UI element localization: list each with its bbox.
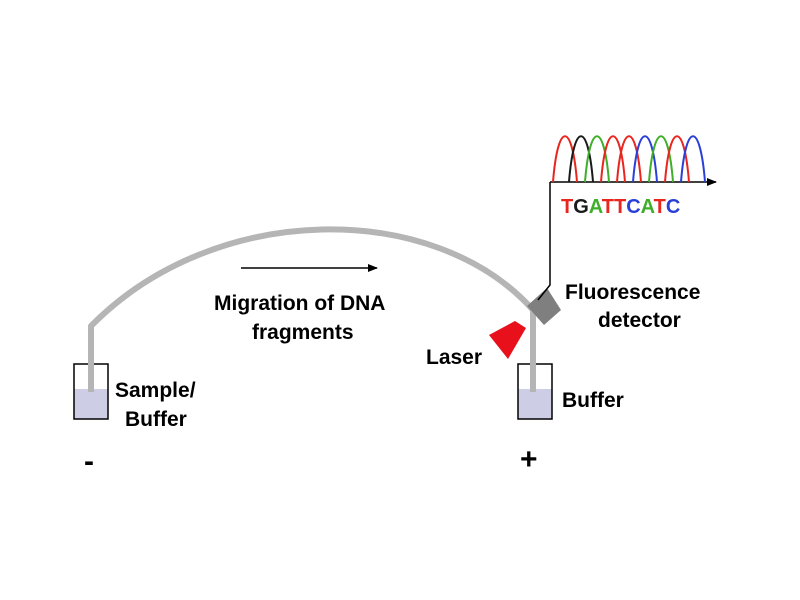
laser-label: Laser [426,346,482,369]
capillary-tube [88,226,536,392]
sample-label-line1: Sample/ [115,379,196,402]
detector-label-line1: Fluorescence [565,281,700,304]
trace-peak-8 [664,135,690,183]
sequence-base-1: T [561,196,573,218]
trace-peak-1 [552,135,578,183]
sample-vial-liquid [74,389,108,419]
fluorescence-detector-icon [527,288,561,325]
buffer-vial [517,363,553,420]
sequence-base-5: T [614,196,626,218]
sequence-base-2: G [573,196,589,218]
trace-peak-3 [584,135,610,183]
positive-electrode-sign: + [520,443,538,476]
buffer-vial-liquid [518,389,552,419]
trace-peak-9 [680,135,706,183]
sequence-base-9: C [666,196,680,218]
sequence-base-6: C [626,196,640,218]
trace-peak-6 [632,135,658,183]
sequence-base-8: T [654,196,666,218]
trace-peak-7 [648,135,674,183]
trace-peak-2 [568,135,594,183]
detector-signal-line [537,182,551,301]
sample-label-line2: Buffer [125,408,187,431]
trace-peak-4 [600,135,626,183]
laser-icon [489,321,526,359]
sequence-base-7: A [641,196,655,218]
sequence-base-3: A [589,196,603,218]
sequence-text: TGATTCATC [561,196,680,218]
migration-label-line1: Migration of DNA [214,292,385,315]
buffer-label: Buffer [562,389,624,412]
negative-electrode-sign: - [84,445,94,478]
migration-label-line2: fragments [252,321,354,344]
detector-label-line2: detector [598,309,681,332]
chromatogram-trace [552,135,706,183]
trace-peak-5 [616,135,642,183]
sample-vial [73,363,109,420]
sequence-base-4: T [602,196,614,218]
